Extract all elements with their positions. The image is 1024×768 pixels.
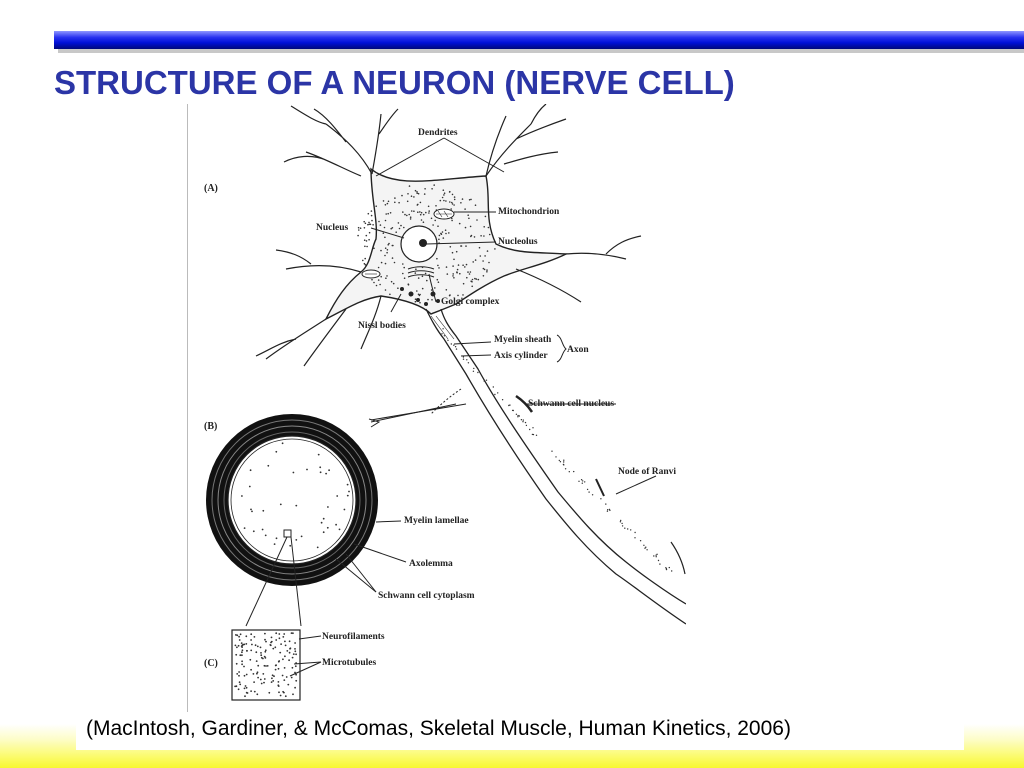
leader-lines-c [289,635,322,677]
panel-label-c: (C) [204,658,218,669]
mitochondrion [361,208,455,279]
label-dendrites: Dendrites [418,128,458,138]
panel-label-b: (B) [204,421,217,432]
label-axolemma: Axolemma [409,559,453,569]
label-nucleolus: Nucleolus [498,237,538,247]
label-schwann-cell-cytoplasm: Schwann cell cytoplasm [378,591,475,601]
slide-title: STRUCTURE OF A NEURON (NERVE CELL) [54,64,735,101]
label-schwann-cell-nucleus: Schwann cell nucleus [528,399,614,409]
axon-brace [556,334,567,363]
dendrites [255,104,642,367]
neurofilament-stipple [234,632,298,698]
nucleus [400,225,438,263]
cell-body [324,167,569,321]
label-myelin-sheath: Myelin sheath [494,335,552,345]
label-golgi-complex: Golgi complex [441,297,500,307]
myelin-cross-section [206,414,378,586]
label-neurofilaments: Neurofilaments [322,632,385,642]
panel-label-a: (A) [204,183,218,194]
leader-lines-b [245,403,467,627]
axoplasm-stipple [241,442,350,549]
neuron-diagram: (A) Dendrites Mitochondrion Nucleus Nucl… [186,104,686,760]
label-axis-cylinder: Axis cylinder [494,351,548,361]
label-nissl-bodies: Nissl bodies [358,321,406,331]
label-nucleus: Nucleus [316,223,349,233]
axon [425,308,686,625]
title-accent-bar-shadow [58,49,1024,53]
title-accent-bar [54,31,1024,49]
golgi-complex [407,266,435,278]
citation-text: (MacIntosh, Gardiner, & McComas, Skeleta… [86,717,791,740]
label-node-of-ranvier: Node of Ranvi [618,467,676,477]
axon-stipple [441,328,673,572]
label-myelin-lamellae: Myelin lamellae [404,516,469,526]
axoplasm-magnified [231,629,301,701]
label-microtubules: Microtubules [322,658,376,668]
label-mitochondrion: Mitochondrion [498,207,560,217]
label-axon: Axon [567,345,589,355]
citation-background [76,712,964,750]
